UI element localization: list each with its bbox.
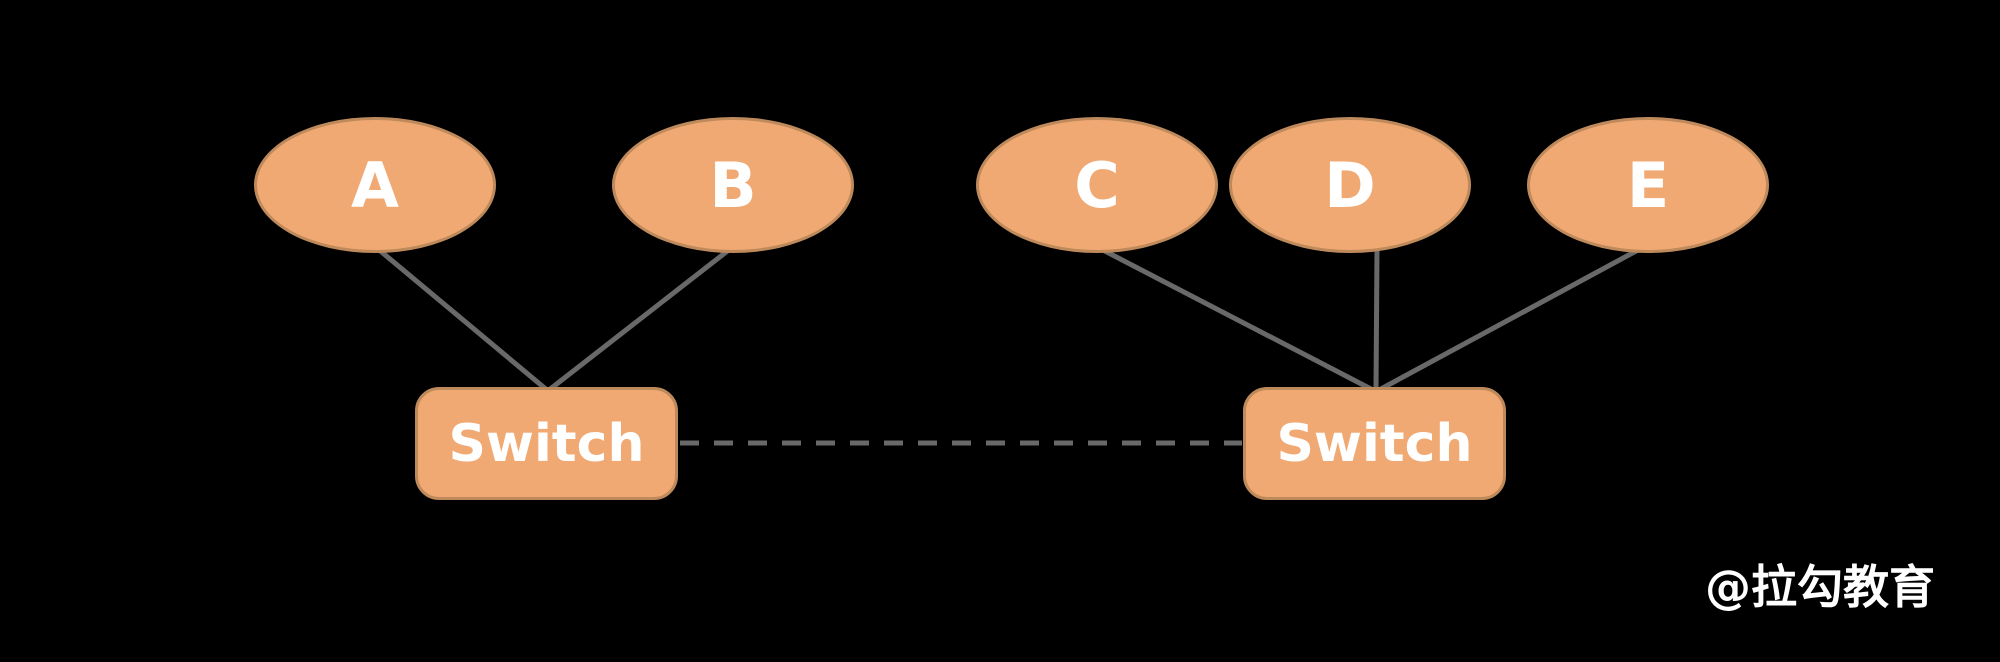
host-node-b: B bbox=[612, 117, 854, 253]
edge-e-switch2 bbox=[1377, 247, 1640, 393]
host-label-a: A bbox=[351, 148, 399, 222]
host-label-b: B bbox=[709, 148, 757, 222]
switch-label-1: Switch bbox=[448, 413, 645, 474]
host-label-e: E bbox=[1626, 148, 1670, 222]
host-node-a: A bbox=[254, 117, 496, 253]
host-label-d: D bbox=[1324, 148, 1376, 222]
host-node-e: E bbox=[1527, 117, 1769, 253]
host-node-c: C bbox=[976, 117, 1218, 253]
switch-node-2: Switch bbox=[1243, 387, 1506, 500]
switch-label-2: Switch bbox=[1276, 413, 1473, 474]
edge-b-switch1 bbox=[547, 247, 732, 392]
edge-d-switch2 bbox=[1373, 250, 1380, 391]
host-label-c: C bbox=[1074, 148, 1120, 222]
edge-c-switch2 bbox=[1097, 245, 1375, 393]
host-node-d: D bbox=[1229, 117, 1471, 253]
edge-a-switch1 bbox=[376, 247, 549, 392]
watermark: @拉勾教育 bbox=[1705, 560, 1935, 614]
switch-node-1: Switch bbox=[415, 387, 678, 500]
